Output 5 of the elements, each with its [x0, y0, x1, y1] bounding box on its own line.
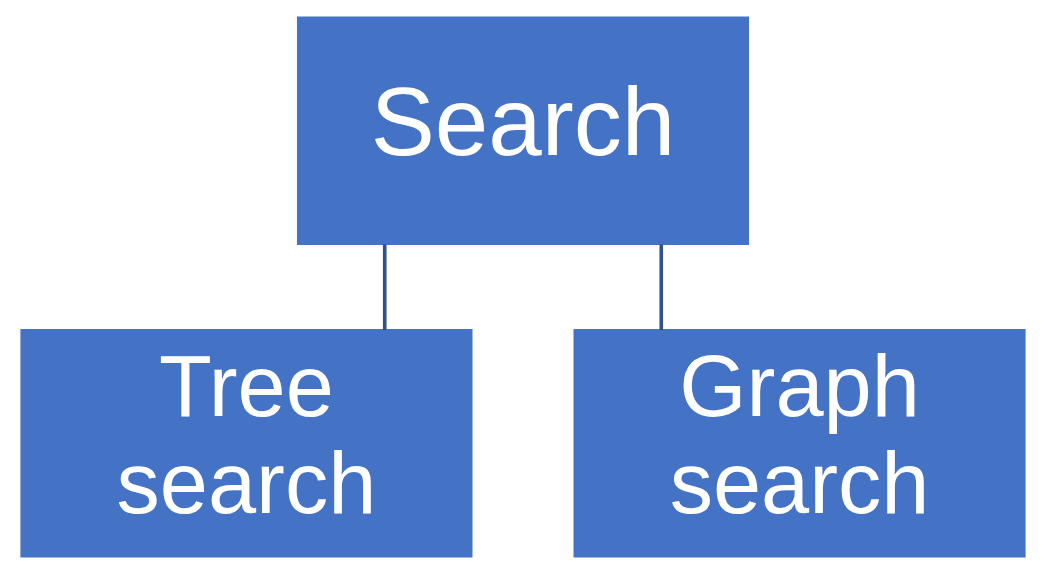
- node-box: Graph search: [573, 329, 1026, 558]
- connector: [658, 244, 663, 331]
- node-box: Search: [296, 16, 749, 245]
- node-box: Tree search: [19, 329, 472, 558]
- connector: [382, 244, 387, 331]
